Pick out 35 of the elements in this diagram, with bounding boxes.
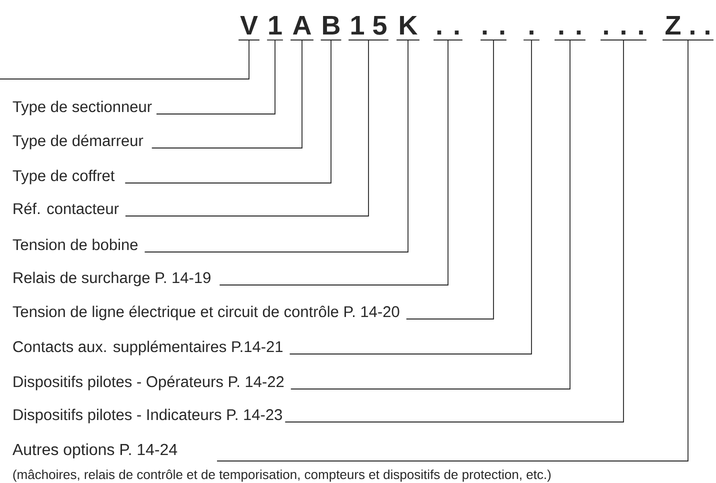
description-text: Contacts aux. supplémentaires P.14-21 <box>13 340 282 356</box>
leader-line <box>156 40 276 114</box>
code-segment: K <box>396 16 420 40</box>
description-text: Tension de ligne électrique et circuit de contrôle P. 14-20 <box>12 306 400 320</box>
code-segment: B <box>320 16 342 40</box>
code-segment: Z . . <box>662 16 714 40</box>
description-text: Dispositifs pilotes - Indicateurs P. 14-23 <box>14 408 282 424</box>
code-segment: . . <box>480 30 507 40</box>
leader-line <box>216 40 688 462</box>
leader-line <box>219 40 448 286</box>
description-text: Autres options P. 14-24 (mâchoires, relais de contrôle et de temporisation, compteurs et dispositifs de protection, etc.) <box>12 443 551 482</box>
leader-line <box>289 40 532 354</box>
description-text: Relais de surcharge P. 14-19 <box>14 272 210 286</box>
code-segment: 1 <box>266 16 284 40</box>
leader-line <box>124 40 332 184</box>
code-segment: 1 5 <box>348 16 389 40</box>
code-segment: . . <box>433 30 463 40</box>
code-segment: A <box>290 16 314 40</box>
description-text: Tension de bobine <box>12 238 138 250</box>
code-segment: V <box>238 16 260 40</box>
description-text: Type de sectionneur <box>12 100 152 116</box>
leader-line <box>290 40 570 390</box>
leader-line <box>406 40 494 320</box>
code-segment: . . . <box>600 30 647 40</box>
description-text: Réf. contacteur <box>14 202 119 214</box>
leader-line <box>125 40 369 216</box>
leader-line <box>0 40 250 80</box>
leader-line <box>284 40 624 422</box>
description-text: Type de coffret <box>12 170 115 184</box>
leader-line <box>151 40 302 148</box>
code-segment: . <box>523 30 540 40</box>
description-text: Type de démarreur <box>12 134 144 150</box>
leader-line <box>144 40 408 252</box>
description-text: Dispositifs pilotes - Opérateurs P. 14-22 <box>14 376 284 390</box>
code-segment: . . <box>554 30 586 40</box>
